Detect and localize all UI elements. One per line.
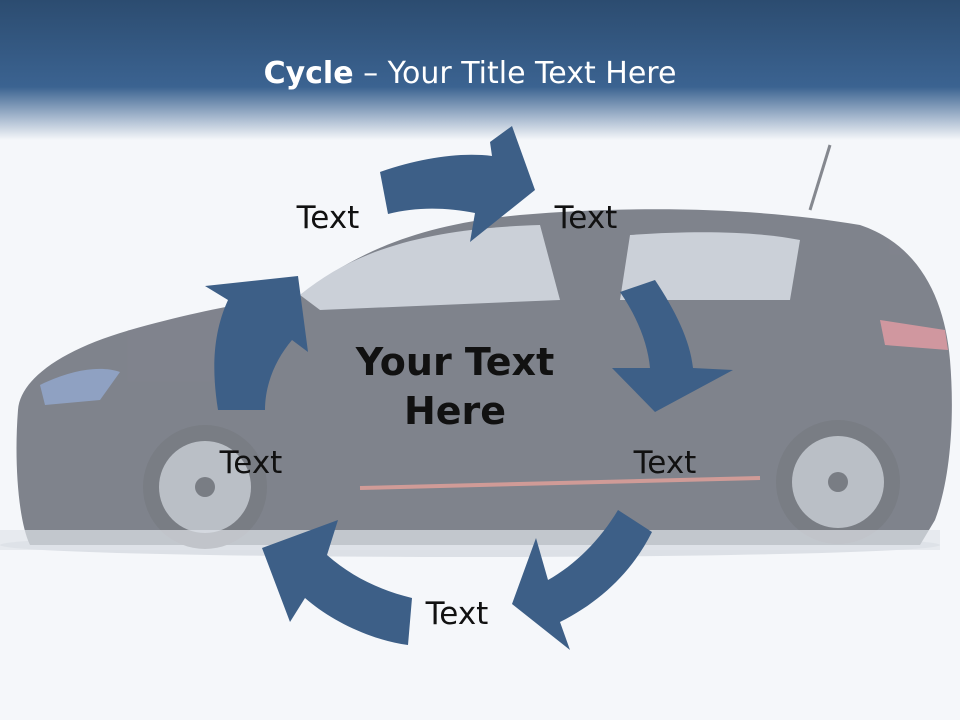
cycle-arrow-right — [612, 280, 733, 412]
title-banner — [0, 0, 960, 140]
cycle-label-4: Text — [425, 596, 489, 632]
cycle-label-1: Text — [296, 200, 360, 236]
cycle-arrow-bottom-left — [262, 520, 412, 645]
cycle-arrow-bottom-right — [512, 510, 652, 650]
cycle-label-5: Text — [219, 445, 283, 481]
cycle-label-2: Text — [554, 200, 618, 236]
title-bold: Cycle — [263, 56, 354, 91]
center-text-line1: Your Text — [355, 340, 555, 384]
center-text-line2: Here — [403, 389, 507, 434]
cycle-arrow-left — [205, 276, 308, 410]
slide-title: Cycle – Your Title Text Here — [0, 56, 940, 91]
cycle-arrow-top — [380, 126, 535, 242]
cycle-arrows — [205, 126, 733, 650]
car-image — [0, 144, 952, 557]
cycle-label-3: Text — [633, 445, 697, 481]
center-text: Your Text Here — [330, 338, 580, 437]
title-rest: – Your Title Text Here — [353, 56, 677, 91]
